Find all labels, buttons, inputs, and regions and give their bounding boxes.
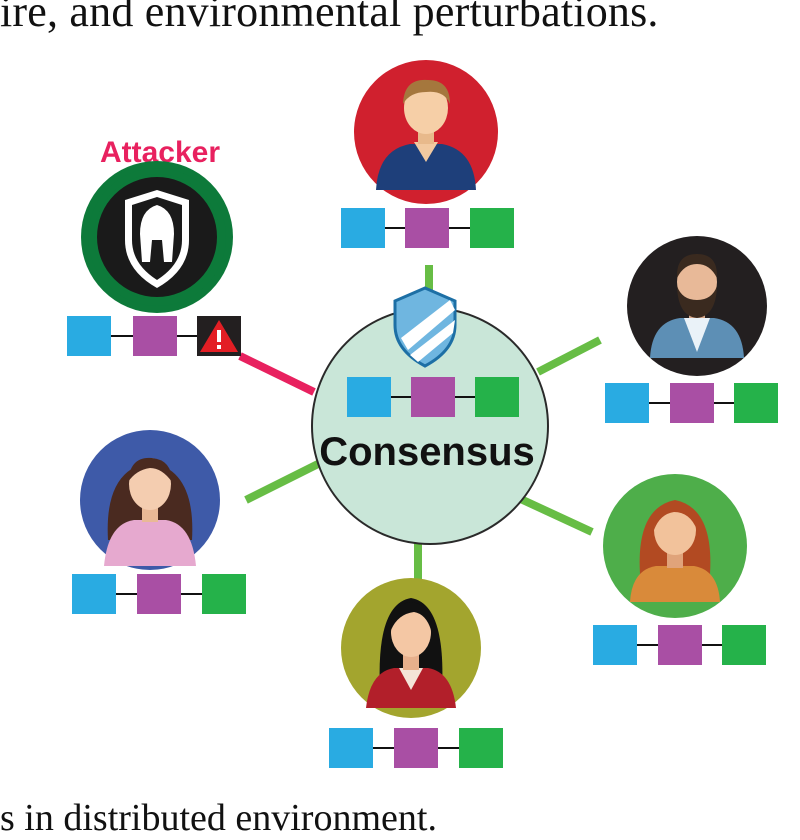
consensus-node: Consensus xyxy=(311,286,549,545)
warning-icon xyxy=(200,320,238,352)
consensus-block-chain xyxy=(347,377,519,417)
link-right-top xyxy=(536,336,602,376)
consensus-label: Consensus xyxy=(319,430,535,474)
user-avatar-icon xyxy=(366,598,456,708)
node-right-top xyxy=(627,236,767,376)
node-left xyxy=(80,430,220,570)
block-chain-right-bottom xyxy=(593,625,766,665)
top-text-fragment: ire, and environmental perturbations. xyxy=(0,0,659,36)
user-avatar-icon xyxy=(376,79,476,190)
block-chain-bottom xyxy=(329,728,503,768)
node-bottom xyxy=(341,578,481,718)
block-chain-right-top xyxy=(605,383,778,423)
block-chain-left xyxy=(72,574,246,614)
user-avatar-icon xyxy=(650,254,744,358)
network-links xyxy=(238,265,602,580)
user-avatar-icon xyxy=(630,500,720,602)
link-attacker xyxy=(238,352,316,396)
node-right-bottom xyxy=(603,474,747,618)
shield-icon xyxy=(393,286,457,368)
link-left xyxy=(244,460,320,504)
bottom-text-fragment: s in distributed environment. xyxy=(0,797,437,839)
node-attacker: Attacker xyxy=(81,136,233,313)
link-right-bottom xyxy=(510,491,594,536)
block-chain-top xyxy=(341,208,514,248)
node-top xyxy=(354,60,498,204)
block-chain-attacker xyxy=(67,316,241,356)
block-green xyxy=(475,377,519,417)
block-blue xyxy=(347,377,391,417)
helmet-shield-icon xyxy=(125,190,189,288)
block-purple xyxy=(411,377,455,417)
user-avatar-icon xyxy=(104,457,196,566)
